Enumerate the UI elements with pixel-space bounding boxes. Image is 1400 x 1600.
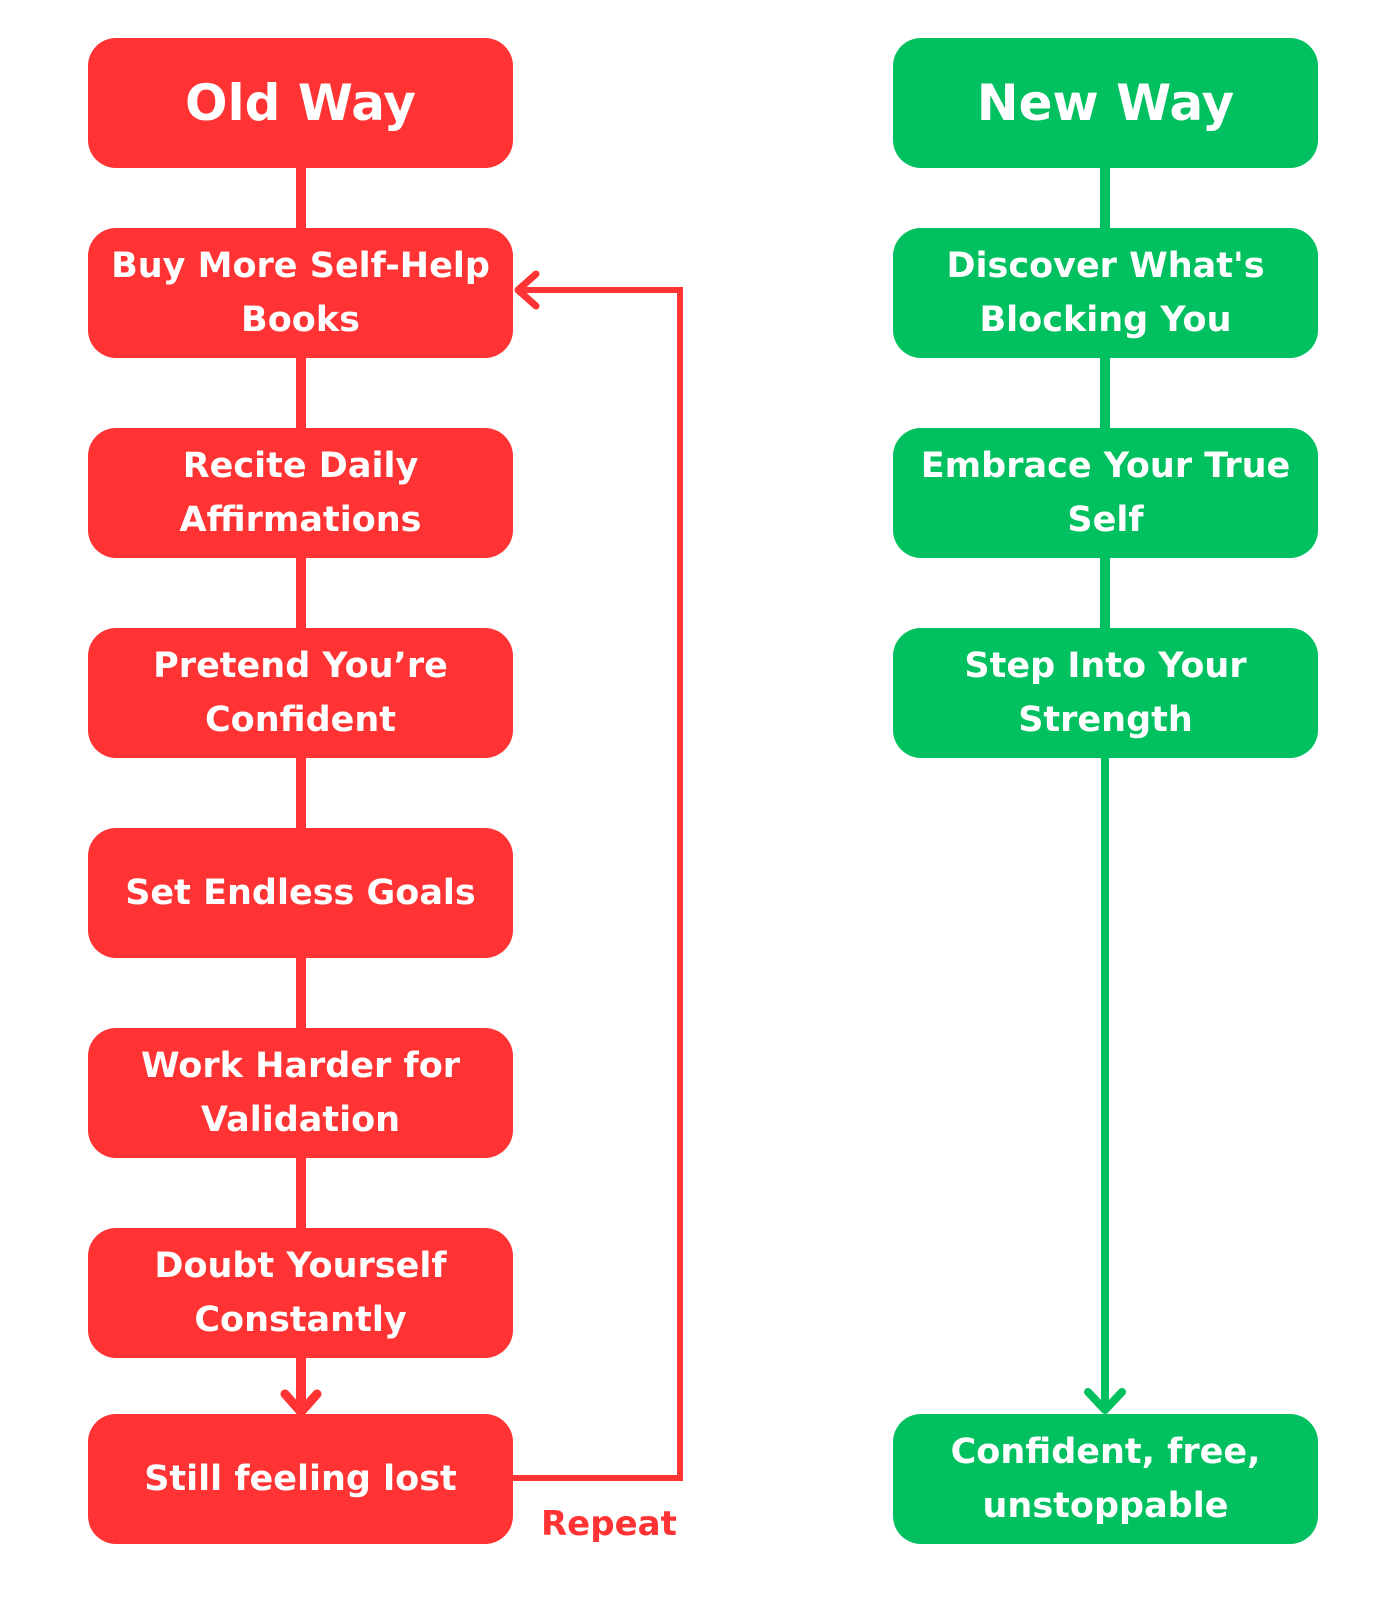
- new-way-header: New Way: [893, 38, 1318, 168]
- old-step-3: Pretend You’re Confident: [88, 628, 513, 758]
- old-step-1: Buy More Self-Help Books: [88, 228, 513, 358]
- new-step-label: Embrace Your True Self: [920, 446, 1291, 540]
- old-way-header-label: Old Way: [184, 74, 416, 132]
- new-outcome: Confident, free, unstoppable: [893, 1414, 1318, 1544]
- repeat-loop-line: [513, 287, 683, 1481]
- old-step-label: Doubt Yourself Constantly: [154, 1246, 447, 1340]
- new-outcome-label: Confident, free, unstoppable: [950, 1432, 1261, 1526]
- repeat-label: Repeat: [541, 1504, 677, 1544]
- new-way-header-label: New Way: [976, 74, 1235, 132]
- old-arrow-head: [280, 1389, 322, 1417]
- old-step-5: Work Harder for Validation: [88, 1028, 513, 1158]
- old-step-4: Set Endless Goals: [88, 828, 513, 958]
- old-step-6: Doubt Yourself Constantly: [88, 1228, 513, 1358]
- old-way-header: Old Way: [88, 38, 513, 168]
- repeat-arrow-head: [514, 270, 540, 310]
- old-outcome: Still feeling lost: [88, 1414, 513, 1544]
- new-step-3: Step Into Your Strength: [893, 628, 1318, 758]
- old-step-label: Set Endless Goals: [125, 873, 476, 913]
- old-step-label: Work Harder for Validation: [140, 1046, 461, 1140]
- new-step-2: Embrace Your True Self: [893, 428, 1318, 558]
- old-step-label: Buy More Self-Help Books: [111, 246, 490, 340]
- new-arrow-head: [1084, 1388, 1126, 1414]
- new-step-1: Discover What's Blocking You: [893, 228, 1318, 358]
- old-step-label: Pretend You’re Confident: [153, 646, 448, 740]
- old-step-label: Recite Daily Affirmations: [179, 446, 422, 540]
- new-step-label: Step Into Your Strength: [964, 646, 1247, 740]
- old-step-2: Recite Daily Affirmations: [88, 428, 513, 558]
- new-step-label: Discover What's Blocking You: [946, 246, 1265, 340]
- old-outcome-label: Still feeling lost: [144, 1459, 457, 1499]
